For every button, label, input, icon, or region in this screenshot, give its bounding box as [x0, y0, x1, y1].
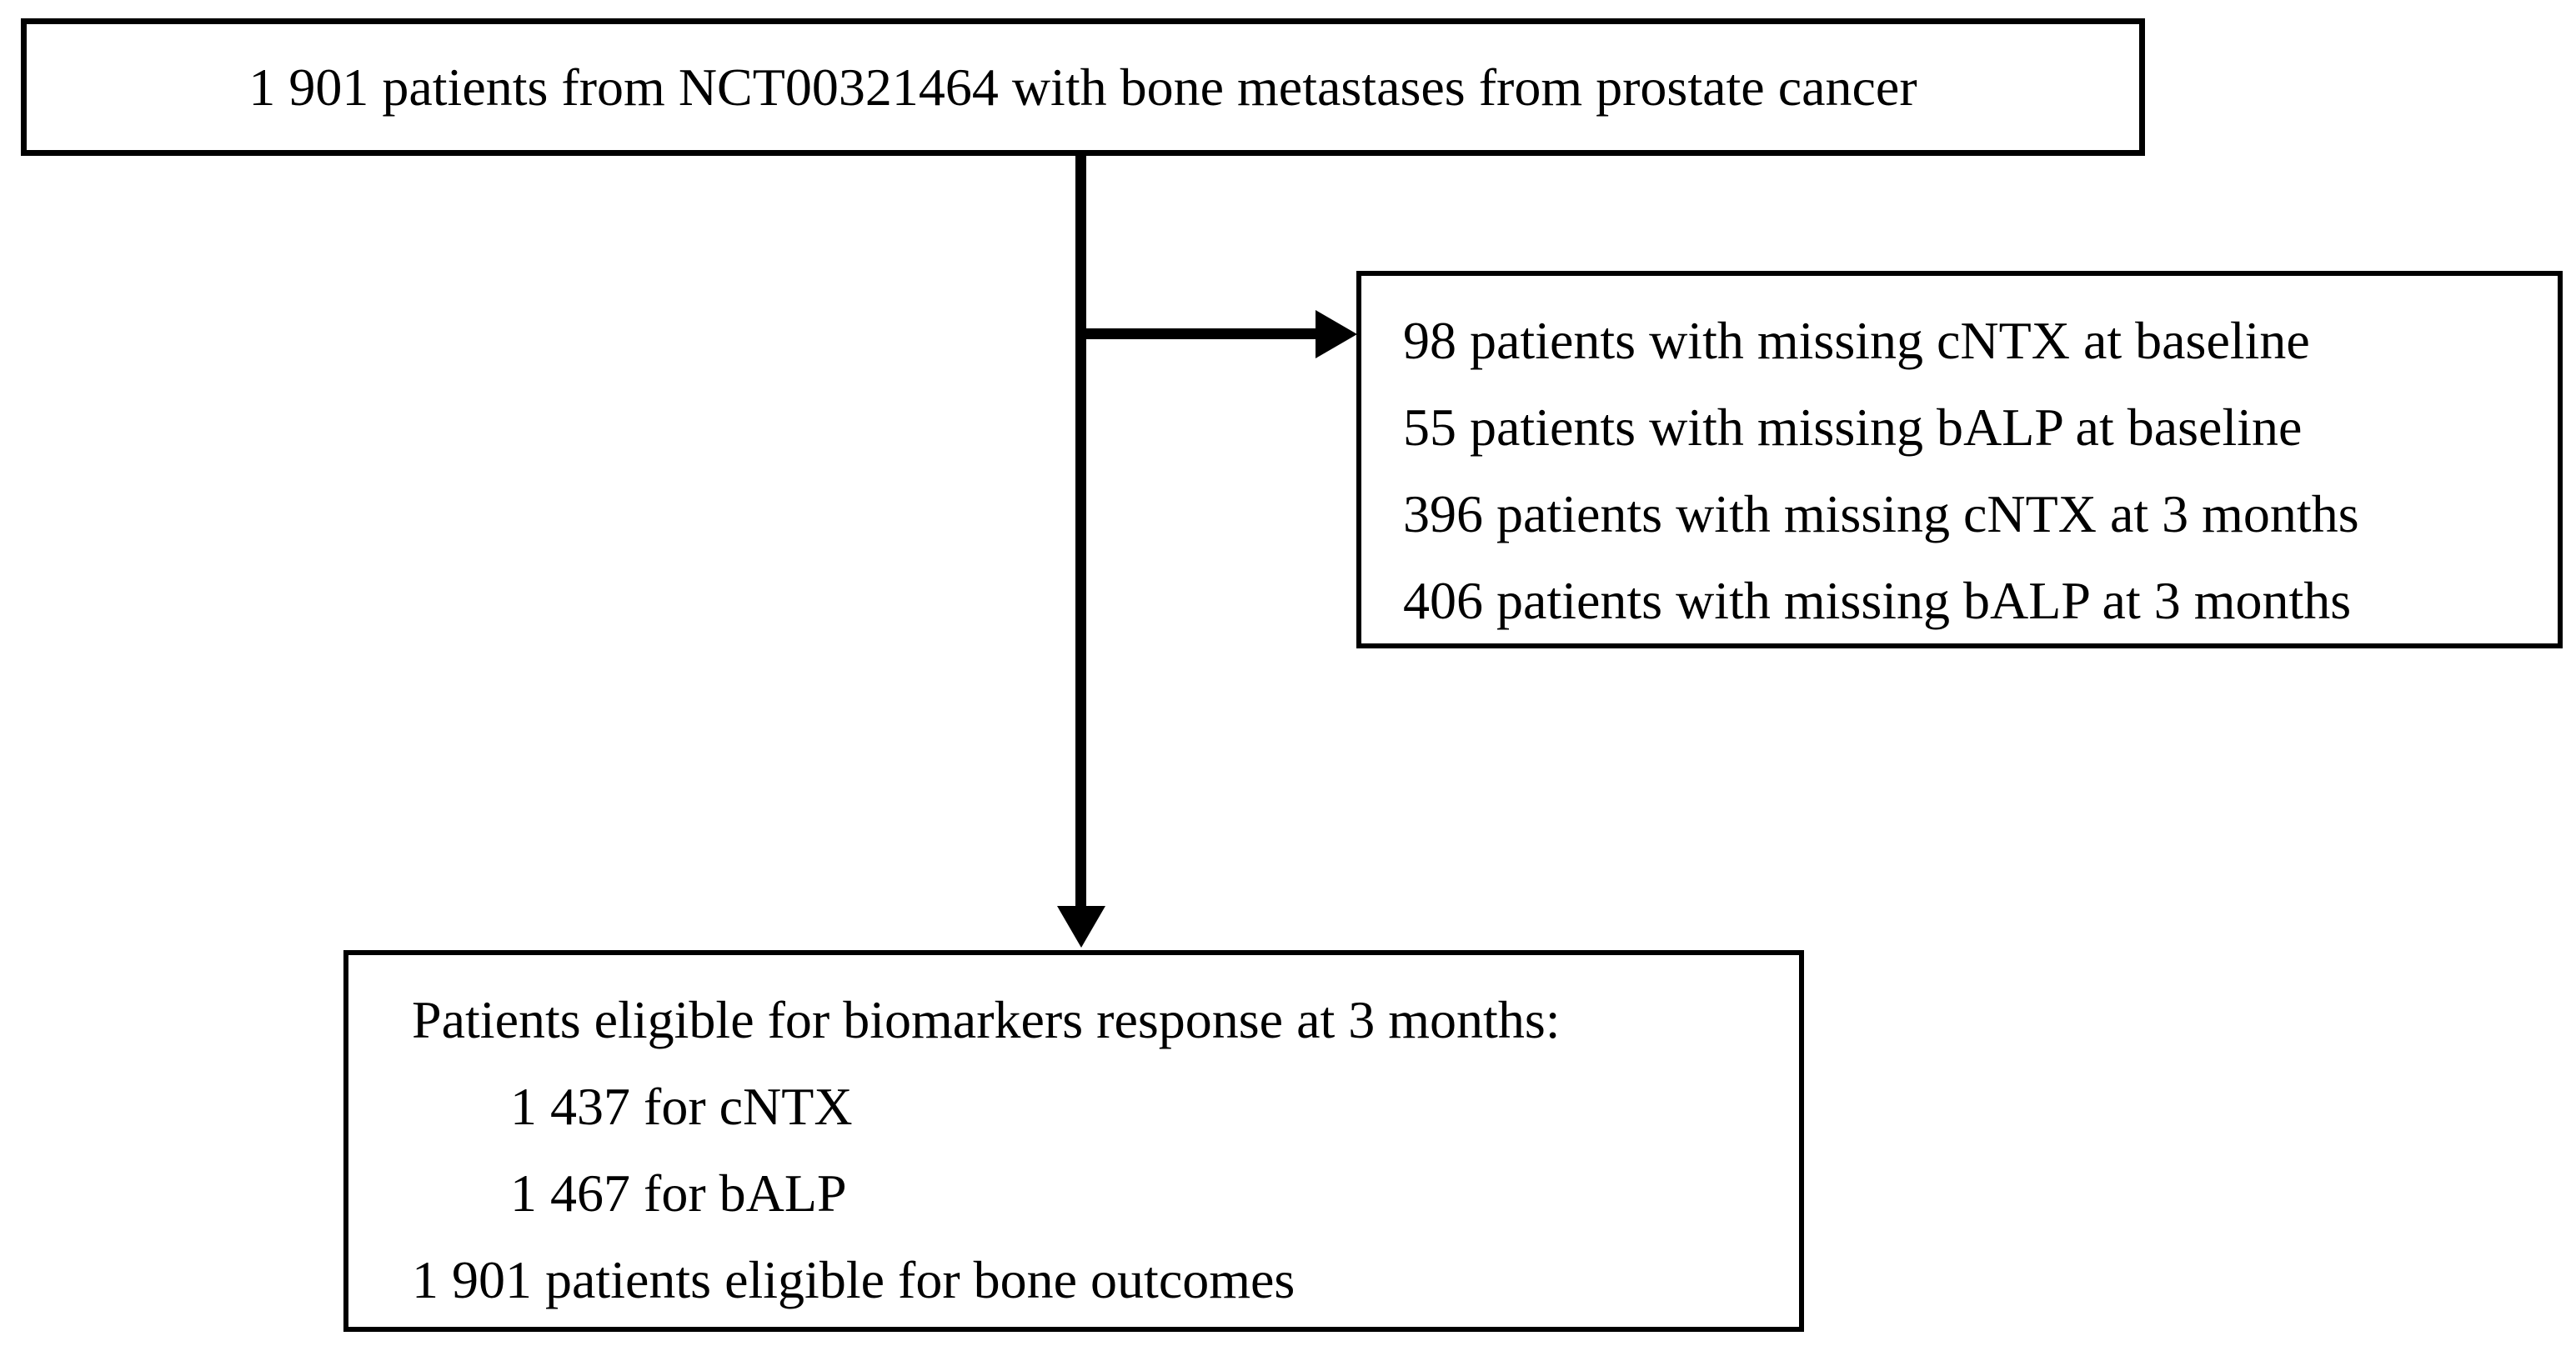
outcome-cntx-count: 1 437 for cNTX — [510, 1077, 853, 1136]
exclusions-box: 98 patients with missing cNTX at baselin… — [1356, 271, 2563, 648]
outcome-title: Patients eligible for biomarkers respons… — [412, 990, 1561, 1049]
vertical-connector-line — [1075, 155, 1086, 906]
exclusion-line-cntx-3months: 396 patients with missing cNTX at 3 mont… — [1403, 484, 2359, 543]
exclusion-line-balp-baseline: 55 patients with missing bALP at baselin… — [1403, 398, 2303, 457]
enrollment-text: 1 901 patients from NCT00321464 with bon… — [248, 57, 1917, 117]
enrollment-box: 1 901 patients from NCT00321464 with bon… — [21, 18, 2145, 156]
arrow-down-icon — [1057, 906, 1105, 948]
outcome-box: Patients eligible for biomarkers respons… — [343, 950, 1804, 1332]
outcome-balp-count: 1 467 for bALP — [510, 1163, 847, 1223]
exclusion-line-balp-3months: 406 patients with missing bALP at 3 mont… — [1403, 571, 2352, 630]
arrow-right-icon — [1316, 310, 1357, 358]
exclusion-line-cntx-baseline: 98 patients with missing cNTX at baselin… — [1403, 311, 2310, 370]
outcome-footer: 1 901 patients eligible for bone outcome… — [412, 1250, 1296, 1309]
horizontal-connector-line — [1080, 328, 1316, 339]
